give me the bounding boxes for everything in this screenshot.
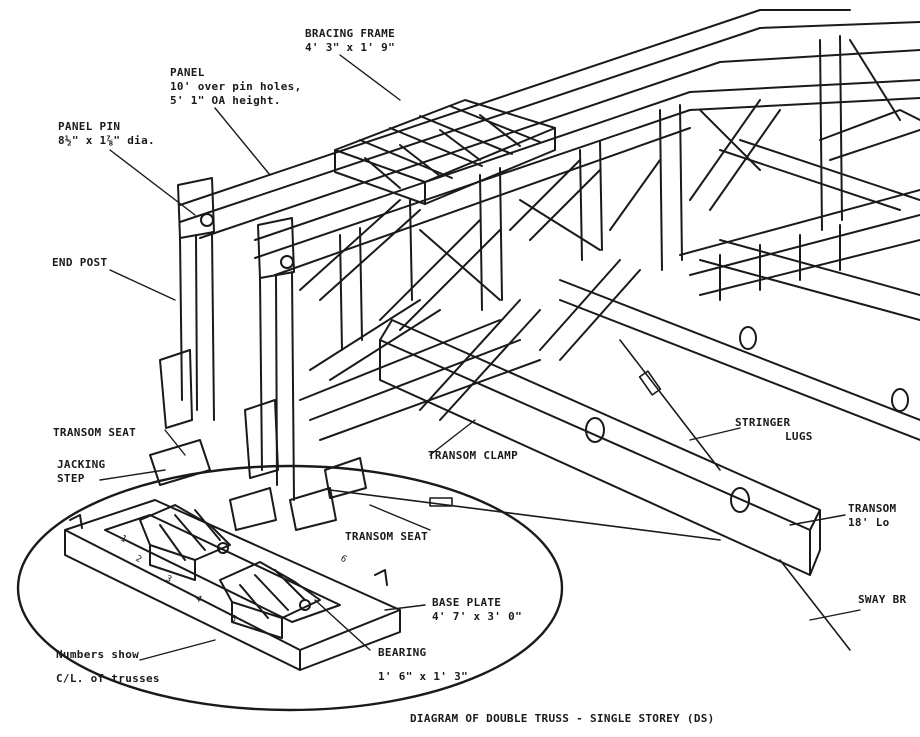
panel-spec-1: 10' over pin holes, (170, 80, 302, 93)
bracing-frame-size: 4' 3" x 1' 9" (305, 41, 395, 54)
bearing-size: 1' 6" x 1' 3" (378, 670, 468, 683)
stringer-lugs-line-1: STRINGER (735, 416, 791, 429)
base-plate-number: 1 (119, 534, 128, 545)
numbers-note-label: Numbers show C/L. of trusses (56, 648, 160, 686)
base-plate-title: BASE PLATE (432, 596, 502, 609)
stringer-lugs-label: STRINGER LUGS (735, 416, 813, 444)
truss-top-chords (179, 9, 920, 276)
base-plate-number: 6 (339, 554, 348, 565)
transom-drawing (379, 279, 920, 576)
diagram-caption: DIAGRAM OF DOUBLE TRUSS - SINGLE STOREY … (410, 712, 715, 725)
transom-length: 18' Lo (848, 516, 890, 529)
panel-spec-2: 5' 1" OA height. (170, 94, 281, 107)
numbers-note-line-2: C/L. of trusses (56, 672, 160, 685)
bracing-frame-label: BRACING FRAME 4' 3" x 1' 9" (305, 27, 395, 55)
panel-label: PANEL 10' over pin holes, 5' 1" OA heigh… (170, 66, 302, 108)
transom-clamp-label: TRANSOM CLAMP (428, 449, 518, 462)
transom-label: TRANSOM 18' Lo (848, 502, 896, 530)
end-post-label: END POST (52, 256, 108, 269)
jacking-step-line-1: JACKING (57, 458, 106, 471)
bracing-frame-title: BRACING FRAME (305, 27, 395, 40)
jacking-step-label: JACKING STEP (57, 458, 105, 486)
base-plate-numbers: 1 2 3 4 5 6 (119, 534, 348, 625)
base-plate-label: BASE PLATE 4' 7' x 3' 0" (432, 596, 522, 624)
base-plate-drawing (64, 499, 401, 671)
base-plate-size: 4' 7' x 3' 0" (432, 610, 522, 623)
sway-brace-label: SWAY BR (858, 593, 907, 606)
panel-pin-label: PANEL PIN 8½" x 1⅞" dia. (58, 120, 155, 148)
numbers-note-line-1: Numbers show (56, 648, 140, 661)
base-plate-number: 2 (134, 554, 143, 565)
transom-title: TRANSOM (848, 502, 897, 515)
transom-seat-lower-label: TRANSOM SEAT (345, 530, 429, 543)
truss-diagonals (299, 39, 901, 421)
jacking-step-line-2: STEP (57, 472, 85, 485)
panel-title: PANEL (170, 66, 205, 79)
bearing-title: BEARING (378, 646, 427, 659)
base-plate-highlight-ellipse (16, 464, 564, 712)
decking-drawing (299, 109, 920, 441)
base-plate-number: 5 (229, 614, 238, 625)
transom-seat-drawing (149, 439, 367, 531)
panel-pin-size: 8½" x 1⅞" dia. (58, 134, 155, 147)
bearing-label: BEARING 1' 6" x 1' 3" (378, 646, 468, 684)
sway-brace-drawing (329, 339, 851, 651)
panel-pin-title: PANEL PIN (58, 120, 121, 133)
transom-seat-upper-label: TRANSOM SEAT (53, 426, 137, 439)
stringer-lugs-line-2: LUGS (785, 430, 813, 443)
truss-verticals (339, 35, 843, 351)
base-plate-number: 4 (194, 594, 203, 605)
end-posts-drawing (159, 177, 295, 501)
base-plate-number: 3 (164, 574, 173, 585)
leader-lines (99, 54, 861, 661)
